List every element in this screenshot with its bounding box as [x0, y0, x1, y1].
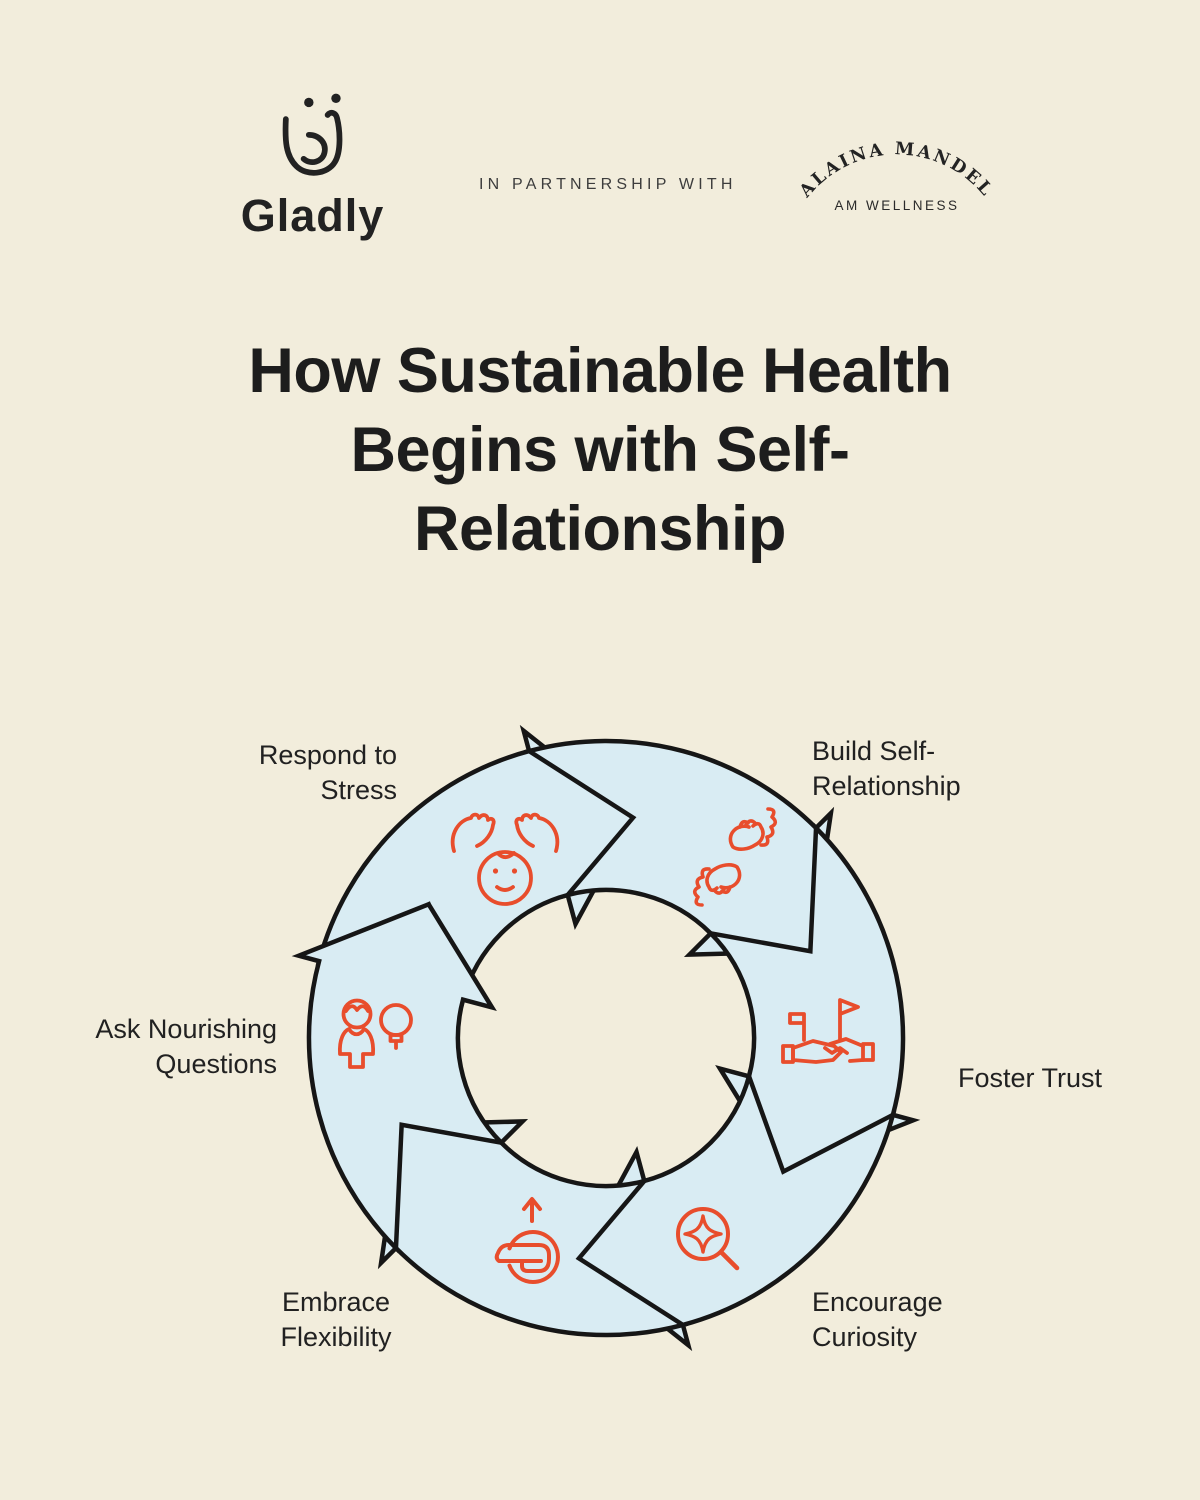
step-label-respond-stress: Respond to Stress [258, 740, 397, 805]
partner-badge: ALAINA MANDEL AM WELLNESS [795, 139, 997, 213]
brand-wordmark: Gladly [240, 190, 385, 241]
step-label-encourage-curiosity: Encourage Curiosity [812, 1287, 943, 1352]
step-label-build-self-relationship: Build Self- Relationship [812, 736, 961, 801]
title-line-2: Begins with Self- [350, 415, 850, 485]
brand-block: Gladly [225, 92, 400, 242]
hands-over-face-icon [450, 812, 560, 906]
title-line-1: How Sustainable Health [248, 336, 952, 406]
magnifier-sparkle-icon [676, 1207, 740, 1271]
title-line-3: Relationship [413, 494, 787, 564]
partner-subtitle: AM WELLNESS [834, 198, 959, 213]
hand-rotation-arrow-icon [494, 1197, 560, 1284]
partner-name-arched: ALAINA MANDEL [795, 139, 997, 202]
handshake-flags-icon [781, 998, 875, 1064]
step-label-foster-trust: Foster Trust [958, 1063, 1103, 1093]
page-title: How Sustainable Health Begins with Self-… [0, 332, 1200, 569]
step-label-ask-nourishing-questions: Ask Nourishing Questions [95, 1014, 277, 1079]
step-label-embrace-flexibility: Embrace Flexibility [280, 1287, 392, 1352]
partnership-text: IN PARTNERSHIP WITH [479, 176, 737, 193]
gladly-smile-mark-icon [282, 93, 342, 176]
person-lightbulb-icon [337, 998, 413, 1069]
cycle-diagram [266, 698, 946, 1378]
